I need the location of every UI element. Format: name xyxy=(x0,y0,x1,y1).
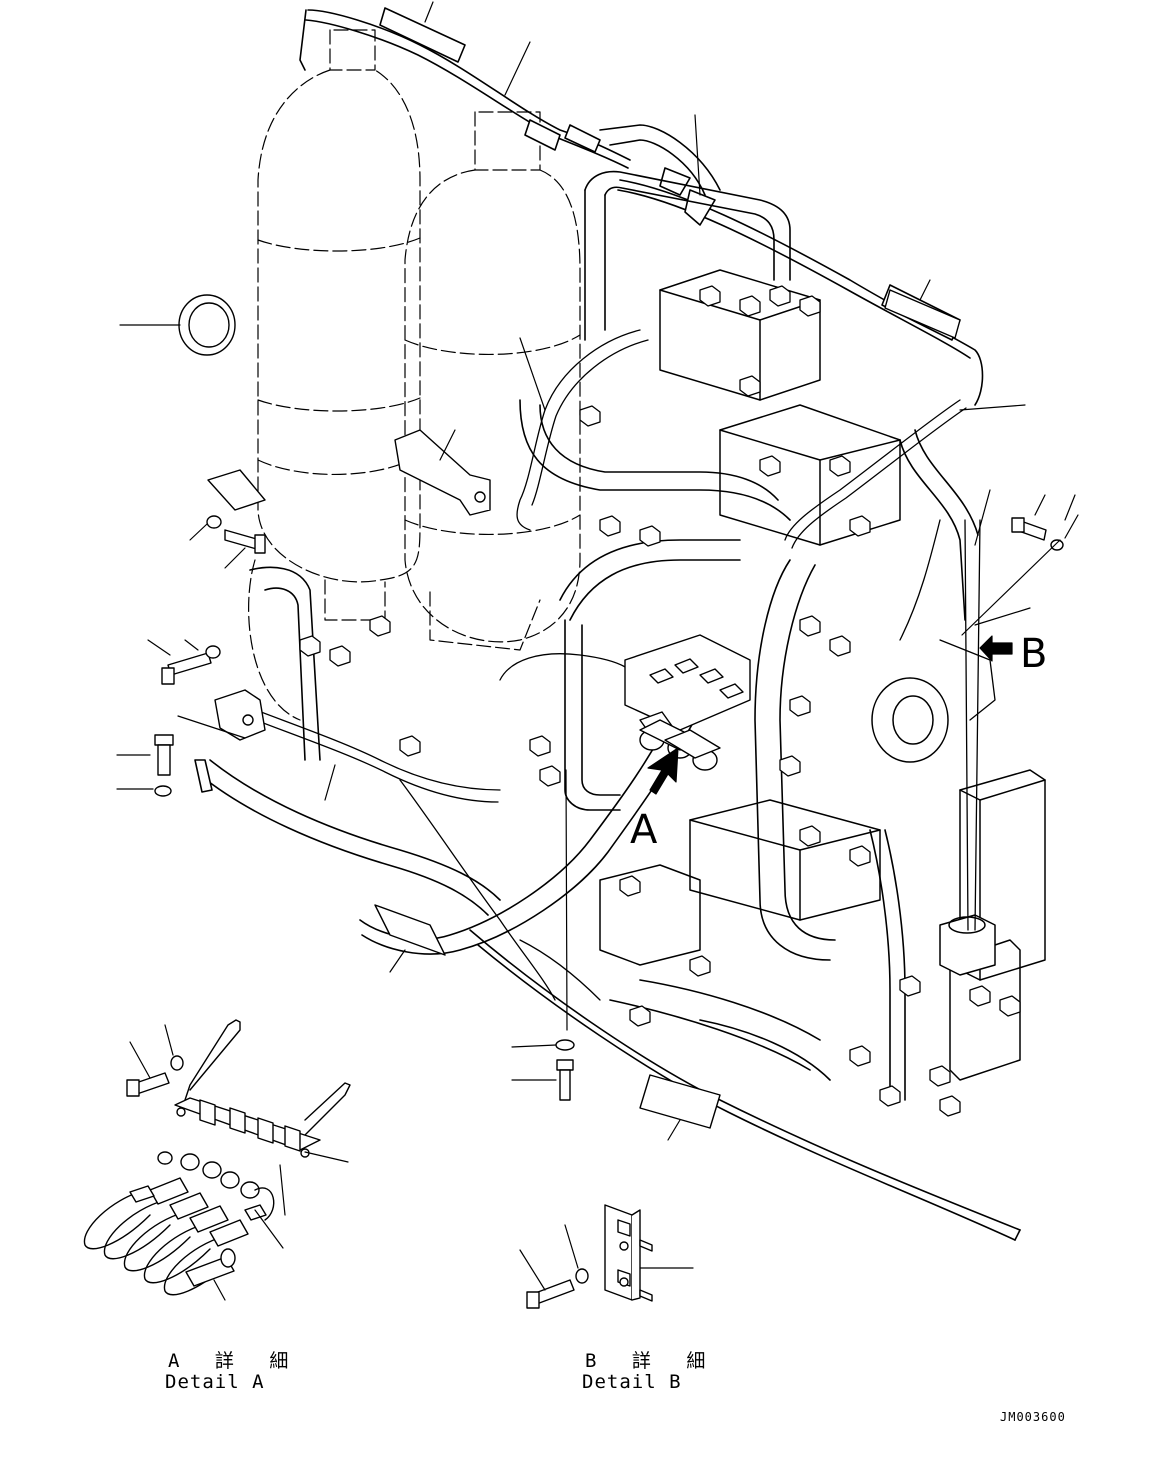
detail-b-drawing xyxy=(526,1204,653,1309)
detail-a-drawing xyxy=(83,1019,351,1296)
view-b-arrow xyxy=(979,635,1013,662)
pipe-fittings xyxy=(299,285,1021,1117)
view-b-label: B xyxy=(1020,631,1048,677)
detail-a-caption-jp: A 詳 細 xyxy=(168,1350,301,1372)
clamps-brackets xyxy=(178,289,961,1129)
bolts-washers xyxy=(154,515,1064,1101)
detail-b-caption-jp: B 詳 細 xyxy=(585,1350,718,1372)
electrical-wiring xyxy=(229,329,996,1001)
valve-blocks xyxy=(599,269,1046,1081)
hydraulic-pipes xyxy=(194,124,1021,1241)
drawing-code: JM003600 xyxy=(1000,1410,1066,1424)
view-a-label: A xyxy=(630,807,658,853)
detail-b-caption-en: Detail B xyxy=(582,1371,682,1393)
upper-wiring-harness xyxy=(299,7,984,406)
solenoid-connector-assembly xyxy=(624,634,751,771)
detail-a-caption-en: Detail A xyxy=(165,1371,265,1393)
view-a-arrow xyxy=(647,747,679,795)
leader-lines xyxy=(116,1,1079,1301)
view-arrows xyxy=(647,635,1013,795)
accumulator-tanks xyxy=(248,29,581,721)
